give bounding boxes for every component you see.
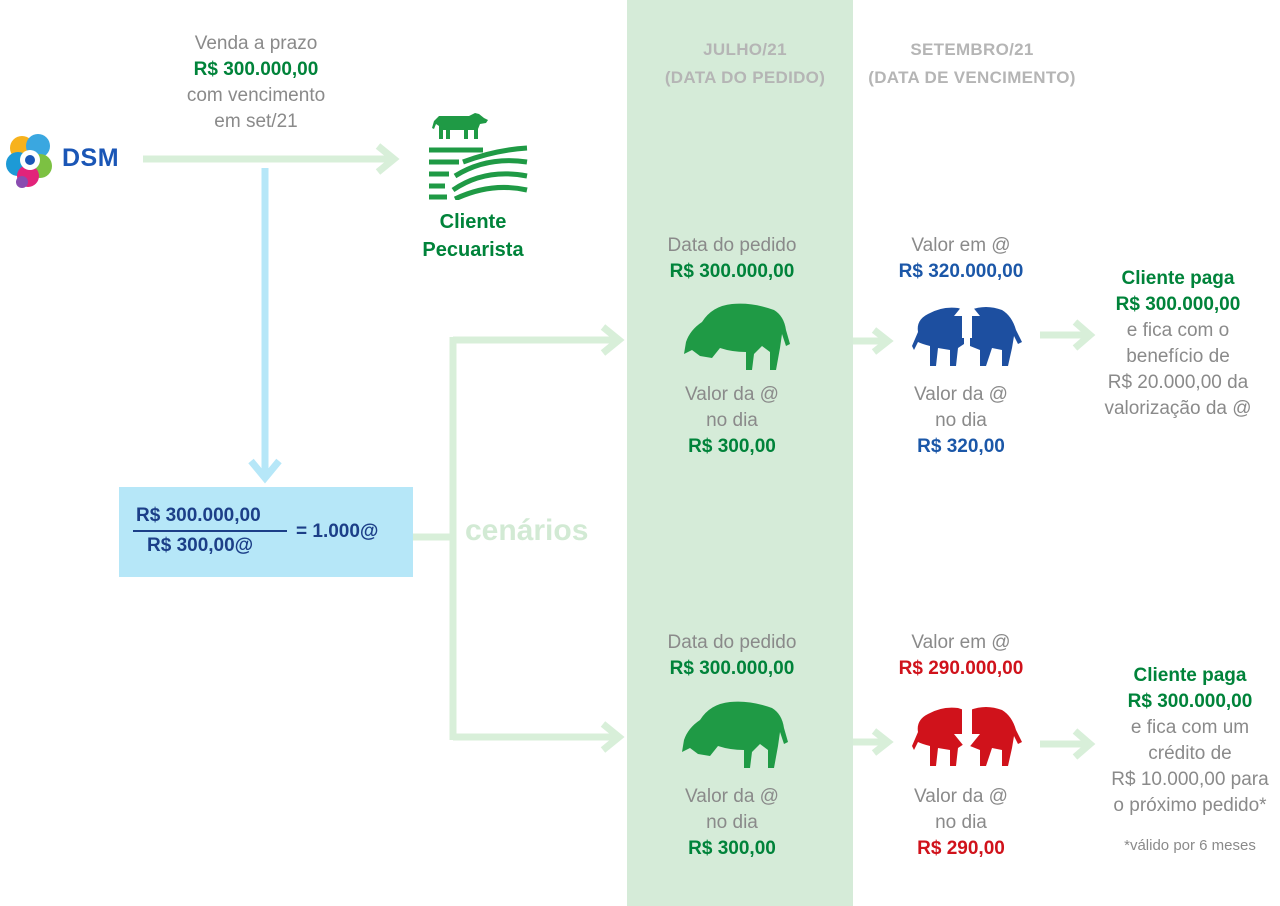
sale-arrow	[143, 143, 400, 175]
up-day-value-label-1: Valor da @	[685, 384, 779, 405]
down-result-line-2: crédito de	[1148, 743, 1232, 764]
down-result-line-3: R$ 10.000,00 para	[1111, 769, 1269, 790]
up-result-line-4: valorização da @	[1104, 398, 1252, 419]
up-sep-day-value-label-2: no dia	[935, 410, 987, 431]
july-title: JULHO/21	[703, 40, 787, 59]
down-day-value-info: Valor da @ no dia R$ 300,00	[640, 784, 824, 862]
cattle-farm-icon	[425, 110, 531, 200]
down-day-value-label-1: Valor da @	[685, 786, 779, 807]
up-result-title: Cliente paga	[1121, 268, 1235, 289]
equation-numerator: R$ 300.000,00	[136, 505, 261, 526]
sale-line-3: com vencimento	[186, 85, 326, 106]
down-at-value-amount: R$ 290.000,00	[898, 658, 1024, 679]
down-result-line-4: o próximo pedido*	[1113, 795, 1267, 816]
up-at-value-label: Valor em @	[911, 235, 1011, 256]
company-name: DSM	[62, 144, 120, 172]
down-day-value-label-2: no dia	[706, 812, 758, 833]
bull-down-icon	[912, 698, 1026, 770]
up-result-line-2: benefício de	[1126, 346, 1230, 367]
dsm-logo-icon	[4, 130, 58, 190]
equation-box: R$ 300.000,00 R$ 300,00@ = 1.000@	[119, 487, 413, 577]
up-at-value-info: Valor em @ R$ 320.000,00	[868, 233, 1054, 285]
up-day-value-info: Valor da @ no dia R$ 300,00	[640, 382, 824, 460]
july-subtitle: (DATA DO PEDIDO)	[664, 68, 826, 87]
down-at-value-label: Valor em @	[911, 632, 1011, 653]
client-label: Cliente Pecuarista	[400, 208, 546, 264]
down-result-line-1: e fica com um	[1130, 717, 1250, 738]
down-result-title: Cliente paga	[1133, 665, 1247, 686]
down-order-info: Data do pedido R$ 300.000,00	[640, 630, 824, 682]
down-order-label: Data do pedido	[667, 632, 797, 653]
up-day-value: R$ 300,00	[688, 436, 776, 457]
down-order-amount: R$ 300.000,00	[669, 658, 795, 679]
up-sep-day-value: R$ 320,00	[917, 436, 1005, 457]
up-at-value-amount: R$ 320.000,00	[898, 261, 1024, 282]
fraction-line	[133, 530, 287, 532]
up-result-line-1: e fica com o	[1126, 320, 1230, 341]
july-column-band	[627, 0, 853, 906]
scenarios-label: cenários	[465, 514, 589, 547]
conversion-arrow	[248, 168, 282, 484]
bull-icon	[680, 698, 792, 770]
equation-result: = 1.000@	[296, 521, 379, 542]
up-sep-day-value-label-1: Valor da @	[914, 384, 1008, 405]
down-result-amount: R$ 300.000,00	[1127, 691, 1253, 712]
client-line-1: Cliente	[439, 211, 507, 233]
bull-up-icon	[912, 298, 1026, 370]
down-sep-day-value-info: Valor da @ no dia R$ 290,00	[868, 784, 1054, 862]
september-subtitle: (DATA DE VENCIMENTO)	[868, 68, 1076, 87]
to-september-arrows	[853, 327, 894, 756]
up-order-info: Data do pedido R$ 300.000,00	[640, 233, 824, 285]
sale-amount: R$ 300.000,00	[193, 59, 319, 80]
september-title: SETEMBRO/21	[910, 40, 1034, 59]
scenarios-branch	[413, 324, 625, 753]
up-day-value-label-2: no dia	[706, 410, 758, 431]
up-order-label: Data do pedido	[667, 235, 797, 256]
sale-line-4: em set/21	[214, 111, 298, 132]
september-header: SETEMBRO/21 (DATA DE VENCIMENTO)	[866, 36, 1078, 92]
down-sep-day-value-label-2: no dia	[935, 812, 987, 833]
bull-icon	[682, 300, 794, 372]
july-header: JULHO/21 (DATA DO PEDIDO)	[640, 36, 850, 92]
down-result: Cliente paga R$ 300.000,00 e fica com um…	[1098, 663, 1280, 819]
up-result-amount: R$ 300.000,00	[1115, 294, 1241, 315]
down-sep-day-value: R$ 290,00	[917, 838, 1005, 859]
equation-denominator: R$ 300,00@	[147, 535, 254, 556]
footnote: *válido por 6 meses	[1124, 837, 1256, 854]
sale-terms: Venda a prazo R$ 300.000,00 com vencimen…	[140, 31, 372, 135]
up-order-amount: R$ 300.000,00	[669, 261, 795, 282]
down-at-value-info: Valor em @ R$ 290.000,00	[866, 630, 1056, 682]
to-result-arrows	[1040, 319, 1096, 760]
sale-line-1: Venda a prazo	[194, 33, 318, 54]
up-result-line-3: R$ 20.000,00 da	[1107, 372, 1249, 393]
up-result: Cliente paga R$ 300.000,00 e fica com o …	[1090, 266, 1266, 422]
down-sep-day-value-label-1: Valor da @	[914, 786, 1008, 807]
down-day-value: R$ 300,00	[688, 838, 776, 859]
client-line-2: Pecuarista	[422, 239, 524, 261]
up-sep-day-value-info: Valor da @ no dia R$ 320,00	[868, 382, 1054, 460]
